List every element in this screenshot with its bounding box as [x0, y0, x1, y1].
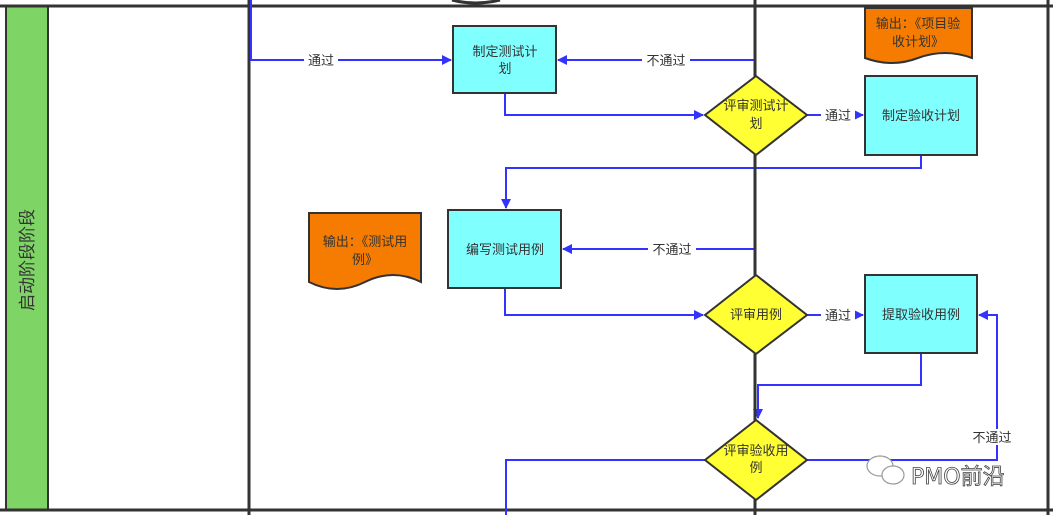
label: 例	[749, 461, 762, 476]
edge-label-pass: 通过	[825, 309, 851, 324]
partial-shape	[451, 0, 501, 5]
decision-review-cases[interactable]	[703, 273, 809, 356]
flow-pass-to-test-plan	[250, 0, 452, 65]
edge-label-fail: 不通过	[646, 54, 685, 69]
label: 评审测试计	[723, 99, 788, 114]
edge-labels: 通过 不通过 通过 不通过 通过 不通过	[304, 52, 1016, 446]
decision-review-accept-cases[interactable]	[703, 418, 809, 502]
flow-plan-to-review	[504, 93, 704, 120]
flow-extract-to-review	[753, 353, 922, 419]
flow-fail-accept-cases	[807, 310, 998, 461]
process-write-cases[interactable]	[447, 209, 562, 289]
edge-label-fail: 不通过	[652, 243, 691, 258]
label: 评审验收用	[723, 443, 788, 459]
watermark-text: PMO前沿	[911, 465, 1005, 490]
process-extract-accept-cases[interactable]	[864, 274, 978, 354]
label: 输出：《项目验	[876, 16, 961, 32]
lane-header	[5, 5, 49, 511]
flow-accept-cases-out	[505, 459, 705, 515]
label: 制定测试计	[472, 45, 537, 60]
label: 划	[498, 62, 511, 77]
process-make-accept-plan[interactable]	[864, 75, 978, 156]
wechat-icon	[866, 455, 905, 485]
document-output-accept-plan[interactable]	[864, 7, 973, 64]
decision-review-test-plan[interactable]	[703, 74, 809, 157]
label: 划	[749, 117, 762, 132]
flow-accept-plan-to-cases	[501, 155, 922, 209]
label: 收计划》	[892, 35, 944, 50]
lane-label: 启动阶段阶段	[18, 209, 38, 311]
document-output-cases[interactable]	[308, 212, 422, 290]
process-make-test-plan[interactable]	[452, 25, 557, 94]
edge-label-pass: 通过	[825, 109, 851, 124]
flow-cases-to-review	[504, 288, 704, 320]
edge-label-pass: 通过	[308, 54, 334, 69]
label: 输出：《测试用	[323, 234, 408, 250]
label: 编写测试用例	[466, 243, 544, 258]
label: 评审用例	[730, 308, 782, 323]
label: 制定验收计划	[882, 108, 960, 124]
edge-label-fail: 不通过	[972, 431, 1011, 446]
label: 提取验收用例	[882, 307, 960, 323]
label: 例》	[352, 253, 378, 268]
